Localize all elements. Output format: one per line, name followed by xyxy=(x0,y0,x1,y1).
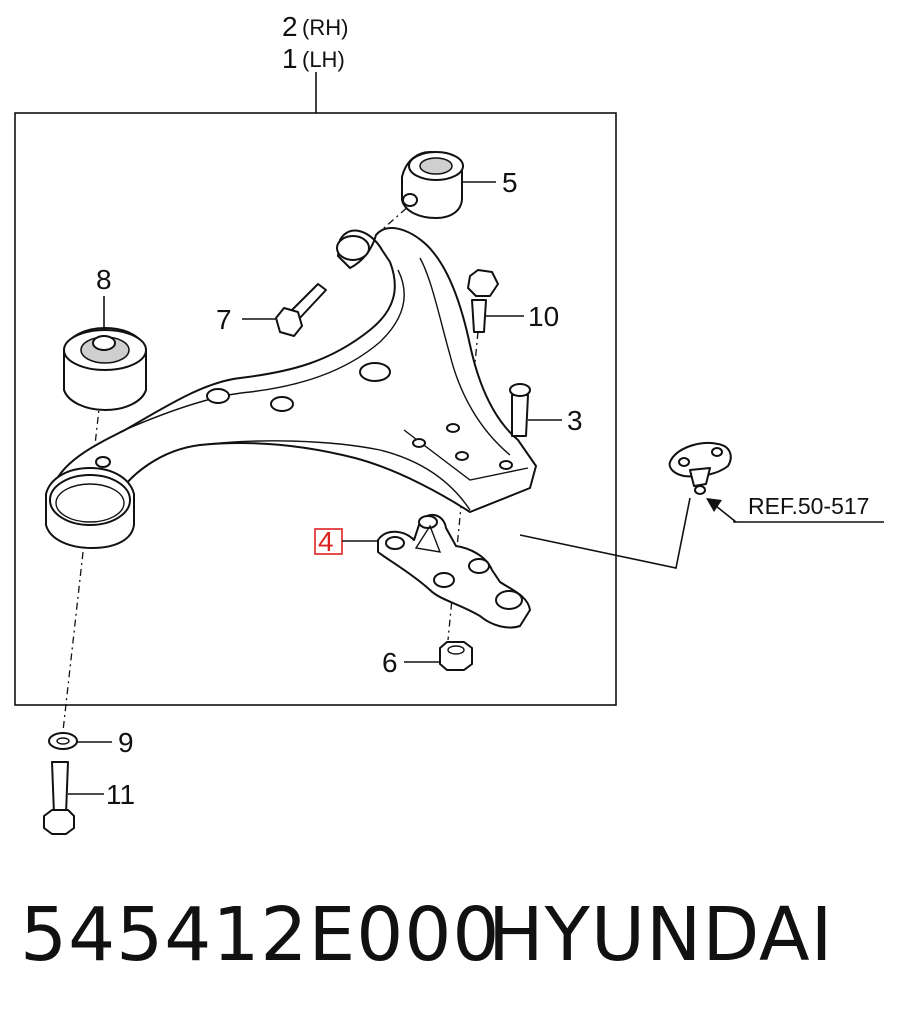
footer: 545412E000 HYUNDAI xyxy=(0,880,907,990)
front-bushing-ring xyxy=(45,467,135,549)
assembly-lh-label: (LH) xyxy=(302,47,345,72)
callout-6: 6 xyxy=(382,647,398,678)
stud-part-3 xyxy=(509,383,531,437)
reference-label: REF.50-517 xyxy=(748,493,869,519)
bolt-part-11 xyxy=(43,761,75,835)
assembly-rh-number: 2 xyxy=(282,11,298,42)
bolt-part-7 xyxy=(275,283,327,337)
reference-arrow-stem xyxy=(715,505,737,523)
assembly-rh-label: (RH) xyxy=(302,15,348,40)
reference-arrow-icon xyxy=(706,498,722,512)
callout-3: 3 xyxy=(567,405,583,436)
nut-part-6 xyxy=(439,641,473,671)
ball-joint-leader xyxy=(519,497,691,569)
callout-5: 5 xyxy=(502,167,518,198)
rear-bushing-part-8 xyxy=(63,327,147,411)
callout-8: 8 xyxy=(96,264,112,295)
parts-diagram: 2 (RH) 1 (LH) xyxy=(14,11,884,835)
callout-10: 10 xyxy=(528,301,559,332)
callout-11: 11 xyxy=(106,779,135,810)
callout-4: 4 xyxy=(318,526,334,557)
lower-control-arm xyxy=(51,227,537,513)
bracket-part-4 xyxy=(377,513,531,629)
upper-bushing-part-5 xyxy=(401,151,464,219)
reference-leader xyxy=(733,520,884,523)
part-number: 545412E000 xyxy=(20,892,501,978)
callout-7: 7 xyxy=(216,304,232,335)
bolt-part-10 xyxy=(467,269,499,333)
washer-part-9 xyxy=(48,732,78,750)
assembly-lh-number: 1 xyxy=(282,43,298,74)
callout-9: 9 xyxy=(118,727,134,758)
ball-joint-ref xyxy=(668,442,732,495)
brand-name: HYUNDAI xyxy=(488,892,834,978)
